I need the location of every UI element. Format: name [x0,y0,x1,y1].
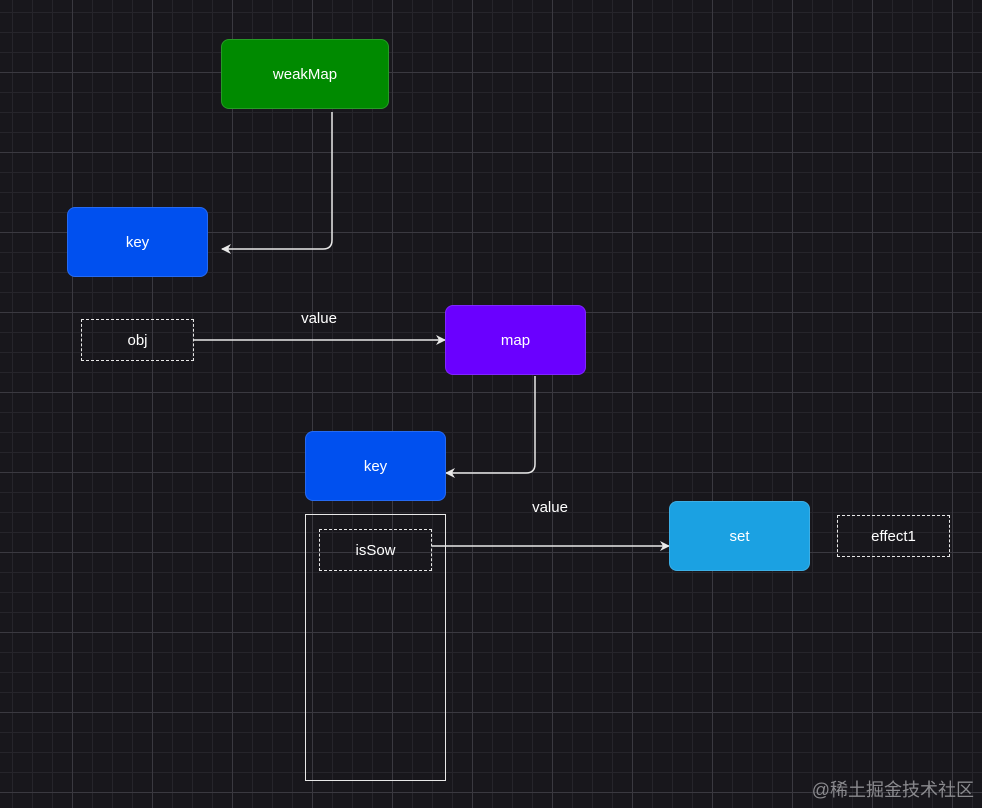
issow-node[interactable]: isSow [319,529,432,571]
obj-node-label: obj [127,331,148,349]
weakmap-node[interactable]: weakMap [221,39,389,109]
key-container-box [305,514,446,781]
edge-map-to-key [445,376,536,478]
edge-label-obj-map: value [301,310,337,327]
issow-node-label: isSow [355,541,396,559]
key-node-mid[interactable]: key [305,431,446,501]
key-node-top-label: key [125,233,150,251]
edge-weakmap-to-key [221,112,333,254]
effect1-node-label: effect1 [871,527,916,545]
map-node-label: map [500,331,531,349]
effect1-node[interactable]: effect1 [837,515,950,557]
map-node[interactable]: map [445,305,586,375]
edge-label-issow-set: value [532,499,568,516]
set-node-label: set [729,527,750,545]
key-node-mid-label: key [363,457,388,475]
key-node-top[interactable]: key [67,207,208,277]
set-node[interactable]: set [669,501,810,571]
weakmap-node-label: weakMap [272,65,338,83]
obj-node[interactable]: obj [81,319,194,361]
watermark-text: @稀土掘金技术社区 [811,780,974,800]
